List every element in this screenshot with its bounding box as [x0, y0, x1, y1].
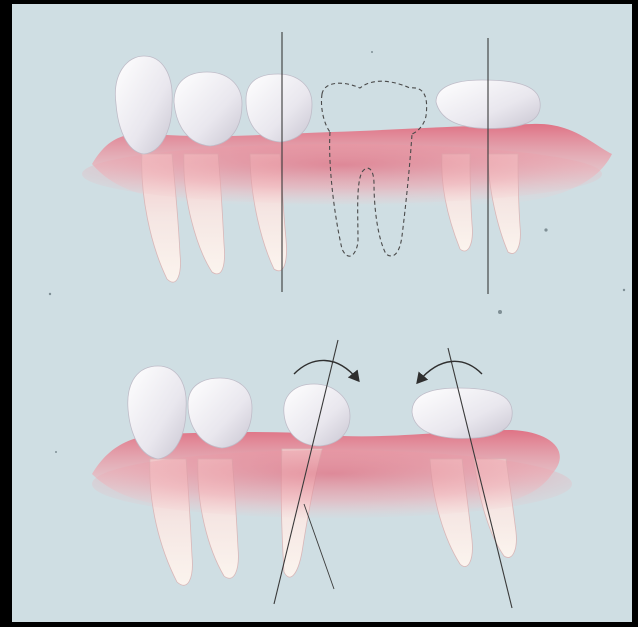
tooth-drift-diagram	[12, 4, 632, 622]
dental-illustration-panel	[12, 4, 632, 622]
tooth-crown-3	[246, 74, 312, 142]
upper-panel	[82, 32, 612, 294]
lower-panel	[92, 340, 572, 608]
tilt-arrow-left-icon	[418, 361, 482, 382]
lower-tooth-crown-5-tilted	[412, 388, 512, 438]
tilt-arrow-right-icon	[294, 360, 358, 380]
tooth-crown-2	[174, 72, 242, 146]
